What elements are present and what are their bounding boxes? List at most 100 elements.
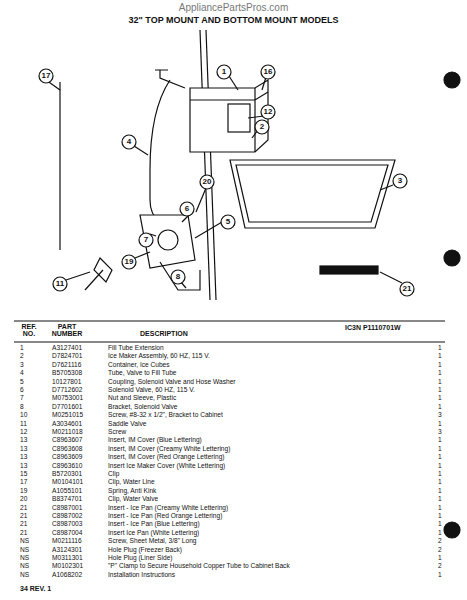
callout-number: 6 — [180, 205, 194, 213]
table-cell: Insert - Ice Pan (Red Orange Lettering) — [108, 513, 222, 520]
ice-container — [236, 165, 388, 222]
table-cell: 1 — [438, 488, 442, 495]
table-cell: Fill Tube Extension — [108, 345, 164, 352]
table-cell: "P" Clamp to Secure Household Copper Tub… — [108, 563, 290, 570]
table-cell: A1055101 — [52, 488, 82, 495]
table-cell: M0102301 — [52, 563, 83, 570]
table-cell: 1 — [438, 572, 442, 579]
table-cell: Insert - Ice Pan (Creamy White Lettering… — [108, 505, 228, 512]
saddle-valve — [85, 258, 112, 290]
table-cell: 1 — [438, 463, 442, 470]
table-cell: 1 — [438, 421, 442, 428]
table-cell: 21 — [20, 505, 27, 512]
table-header: PART NUMBER — [50, 323, 84, 337]
fill-tube — [155, 70, 185, 88]
table-cell: 1 — [438, 454, 442, 461]
table-cell: 1 — [438, 446, 442, 453]
table-cell: C8963608 — [52, 446, 82, 453]
table-cell: 13 — [20, 446, 27, 453]
table-cell: A3124301 — [52, 547, 82, 554]
table-cell: NS — [20, 538, 29, 545]
table-cell: 13 — [20, 463, 27, 470]
ice-maker-cover — [228, 104, 250, 132]
table-cell: C8987001 — [52, 505, 82, 512]
callout-number: 12 — [261, 108, 275, 116]
table-cell: 15 — [20, 471, 27, 478]
table-cell: 1 — [438, 479, 442, 486]
table-cell: 8 — [20, 404, 24, 411]
table-cell: 19 — [20, 488, 27, 495]
callout-number: 3 — [393, 177, 407, 185]
callout-number: 4 — [122, 138, 136, 146]
table-cell: 1 — [438, 353, 442, 360]
table-cell: 1 — [438, 437, 442, 444]
table-cell: Spring, Anti Kink — [108, 488, 156, 495]
cabinet-edge — [206, 30, 216, 300]
punch-hole — [444, 250, 460, 266]
table-cell: M0104101 — [52, 479, 83, 486]
table-cell: Bracket, Solenoid Valve — [108, 404, 178, 411]
solenoid-valve — [140, 215, 195, 268]
table-cell: M0753001 — [52, 395, 83, 402]
callout-number: 7 — [139, 236, 153, 244]
table-cell: Insert, IM Cover (Creamy White Lettering… — [108, 446, 230, 453]
water-tube — [150, 80, 170, 222]
table-cell: 1 — [438, 404, 442, 411]
callout-number: 16 — [261, 68, 275, 76]
table-cell: Hole Plug (Liner Side) — [108, 555, 173, 562]
ice-maker — [190, 80, 268, 152]
table-cell: Insert, IM Cover (Red Orange Lettering) — [108, 454, 225, 461]
table-cell: Solenoid Valve, 60 HZ, 115 V. — [108, 387, 195, 394]
table-cell: 1 — [438, 395, 442, 402]
table-cell: 21 — [20, 521, 27, 528]
table-cell: Coupling, Solenoid Valve and Hose Washer — [108, 379, 236, 386]
table-cell: D7701601 — [52, 404, 82, 411]
table-cell: 12 — [20, 429, 27, 436]
table-cell: 2 — [438, 563, 442, 570]
ice-maker — [190, 88, 268, 152]
ice-pan-insert — [320, 266, 378, 274]
table-cell: A1068202 — [52, 572, 82, 579]
table-cell: C8963607 — [52, 437, 82, 444]
table-cell: C8963609 — [52, 454, 82, 461]
table-cell: Screw, #8-32 x 1/2", Bracket to Cabinet — [108, 412, 223, 419]
table-cell: 1 — [438, 362, 442, 369]
table-header: REF. NO. — [18, 323, 40, 337]
solenoid-valve — [158, 230, 178, 250]
table-cell: NS — [20, 563, 29, 570]
table-cell: 1 — [438, 345, 442, 352]
page-footer: 34 REV. 1 — [20, 585, 51, 592]
table-cell: Clip, Water Valve — [108, 496, 158, 503]
table-cell: 21 — [20, 513, 27, 520]
table-cell: 1 — [438, 471, 442, 478]
table-cell: 17 — [20, 479, 27, 486]
table-cell: 2 — [20, 353, 24, 360]
table-cell: Nut and Sleeve, Plastic — [108, 395, 176, 402]
table-cell: 10 — [20, 412, 27, 419]
table-cell: Container, Ice Cubes — [108, 362, 170, 369]
callout-number: 19 — [122, 258, 136, 266]
table-cell: Insert, IM Cover (Blue Lettering) — [108, 437, 202, 444]
table-cell: 1 — [438, 370, 442, 377]
table-cell: 3 — [438, 429, 442, 436]
table-header: IC3N P1110701W — [345, 324, 401, 331]
callout-number: 11 — [53, 280, 67, 288]
table-cell: Saddle Valve — [108, 421, 146, 428]
table-cell: Installation Instructions — [108, 572, 175, 579]
table-cell: 1 — [438, 387, 442, 394]
table-cell: Insert Ice Pan (White Lettering) — [108, 530, 199, 537]
table-cell: Tube, Valve to Fill Tube — [108, 370, 177, 377]
table-cell: 1 — [438, 513, 442, 520]
table-cell: D7621116 — [52, 362, 81, 369]
table-cell: Insert - Ice Pan (Blue Lettering) — [108, 521, 200, 528]
table-cell: Insert Ice Maker Cover (White Lettering) — [108, 463, 225, 470]
table-cell: NS — [20, 547, 29, 554]
valve-bracket — [160, 262, 200, 290]
table-cell: 3 — [438, 412, 442, 419]
table-cell: M0251015 — [52, 412, 83, 419]
table-cell: 2 — [438, 547, 442, 554]
table-cell: 1 — [20, 345, 24, 352]
table-cell: 1 — [438, 555, 442, 562]
table-cell: B8374701 — [52, 496, 82, 503]
table-cell: 11 — [20, 421, 27, 428]
